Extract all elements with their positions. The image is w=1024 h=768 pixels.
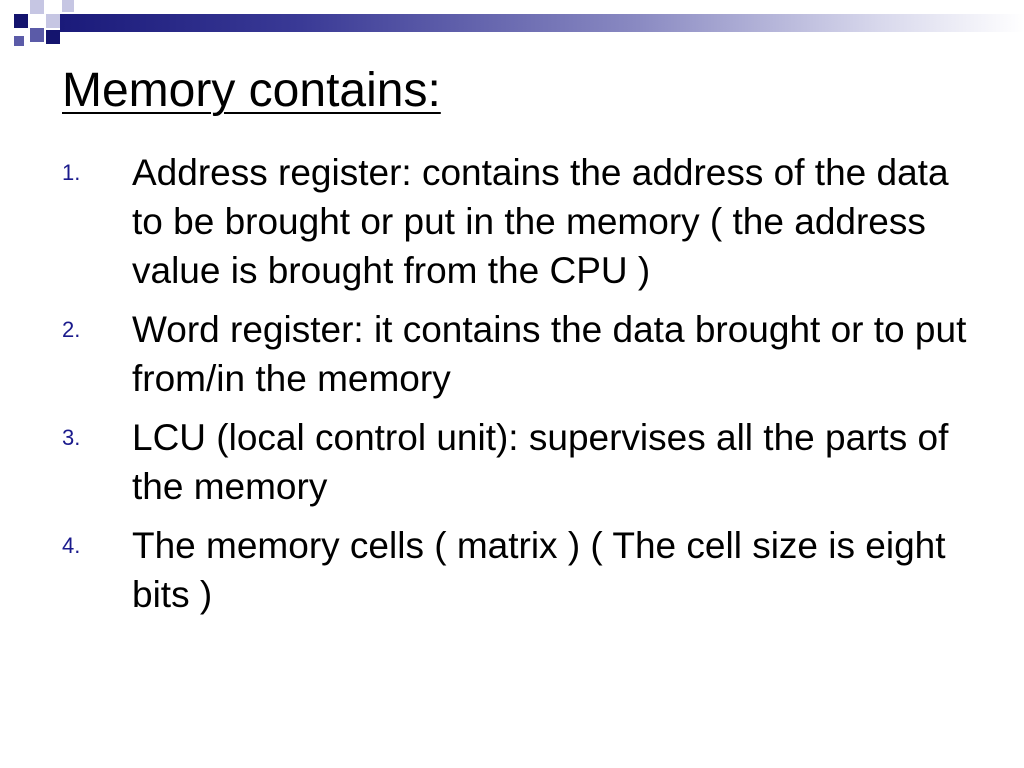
header-square-mid (30, 28, 44, 42)
list-item-text: LCU (local control unit): supervises all… (132, 417, 949, 507)
header-square-mid (14, 36, 24, 46)
list-item-text: The memory cells ( matrix ) ( The cell s… (132, 525, 946, 615)
list-item: 1. Address register: contains the addres… (62, 148, 982, 295)
list-item-number: 1. (62, 160, 81, 185)
list-item-number: 3. (62, 425, 81, 450)
header-square-dark (14, 14, 28, 28)
header-square-pale (30, 0, 44, 14)
list-item: 3. LCU (local control unit): supervises … (62, 413, 982, 511)
header-square-pale (46, 14, 60, 28)
header-square-dark (46, 30, 60, 44)
list-item-text: Address register: contains the address o… (132, 152, 949, 291)
list-item-text: Word register: it contains the data brou… (132, 309, 967, 399)
list-item: 2. Word register: it contains the data b… (62, 305, 982, 403)
header-square-pale (62, 0, 74, 12)
header-band (60, 14, 1024, 32)
numbered-list: 1. Address register: contains the addres… (62, 148, 982, 629)
list-item: 4. The memory cells ( matrix ) ( The cel… (62, 521, 982, 619)
list-item-number: 2. (62, 317, 81, 342)
slide-title: Memory contains: (62, 64, 441, 117)
list-item-number: 4. (62, 533, 81, 558)
